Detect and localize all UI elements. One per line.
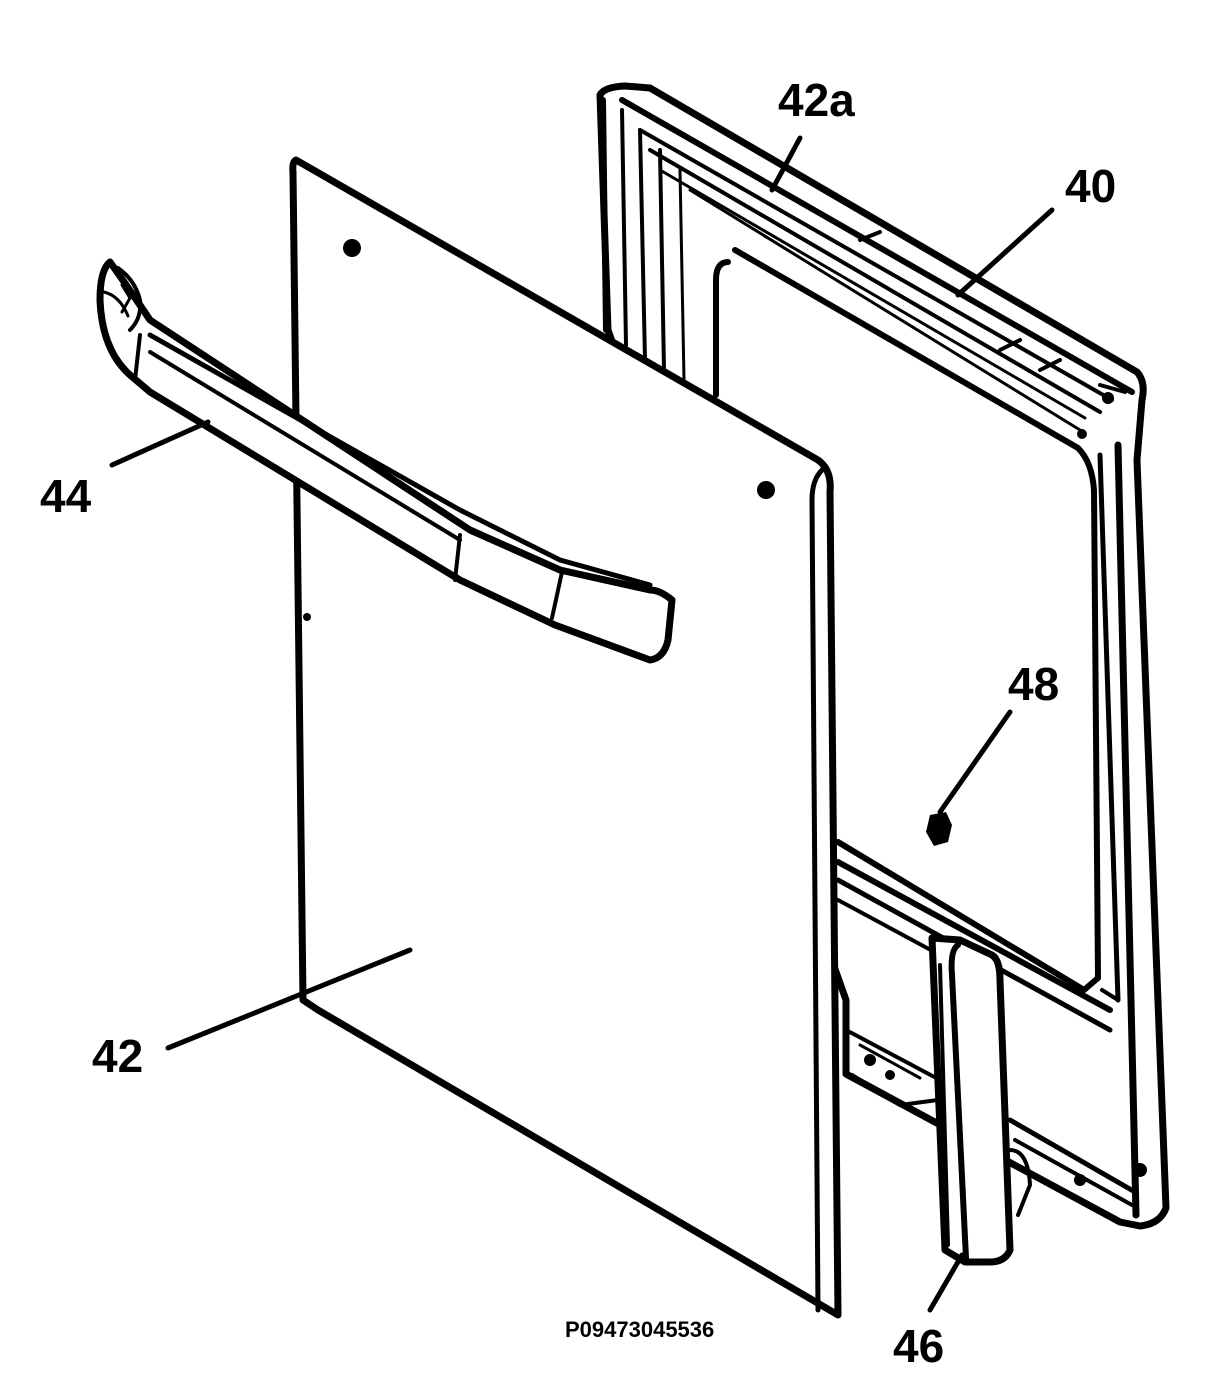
hinge-assembly: [928, 934, 1032, 1266]
reference-labels: 42a 40 44 48 42 46 P09473045536: [40, 74, 1116, 1372]
door-handle: [96, 258, 676, 664]
label-door-panel-top: 42a: [778, 74, 855, 126]
figure-code: P09473045536: [565, 1317, 714, 1342]
label-door-panel: 42: [92, 1030, 143, 1082]
door-panel: [289, 156, 842, 1319]
label-frame: 40: [1065, 160, 1116, 212]
label-hinge: 46: [893, 1320, 944, 1372]
label-handle: 44: [40, 470, 92, 522]
label-fastener: 48: [1008, 658, 1059, 710]
fastener: [926, 812, 952, 846]
leader-lines: [109, 135, 1055, 1313]
